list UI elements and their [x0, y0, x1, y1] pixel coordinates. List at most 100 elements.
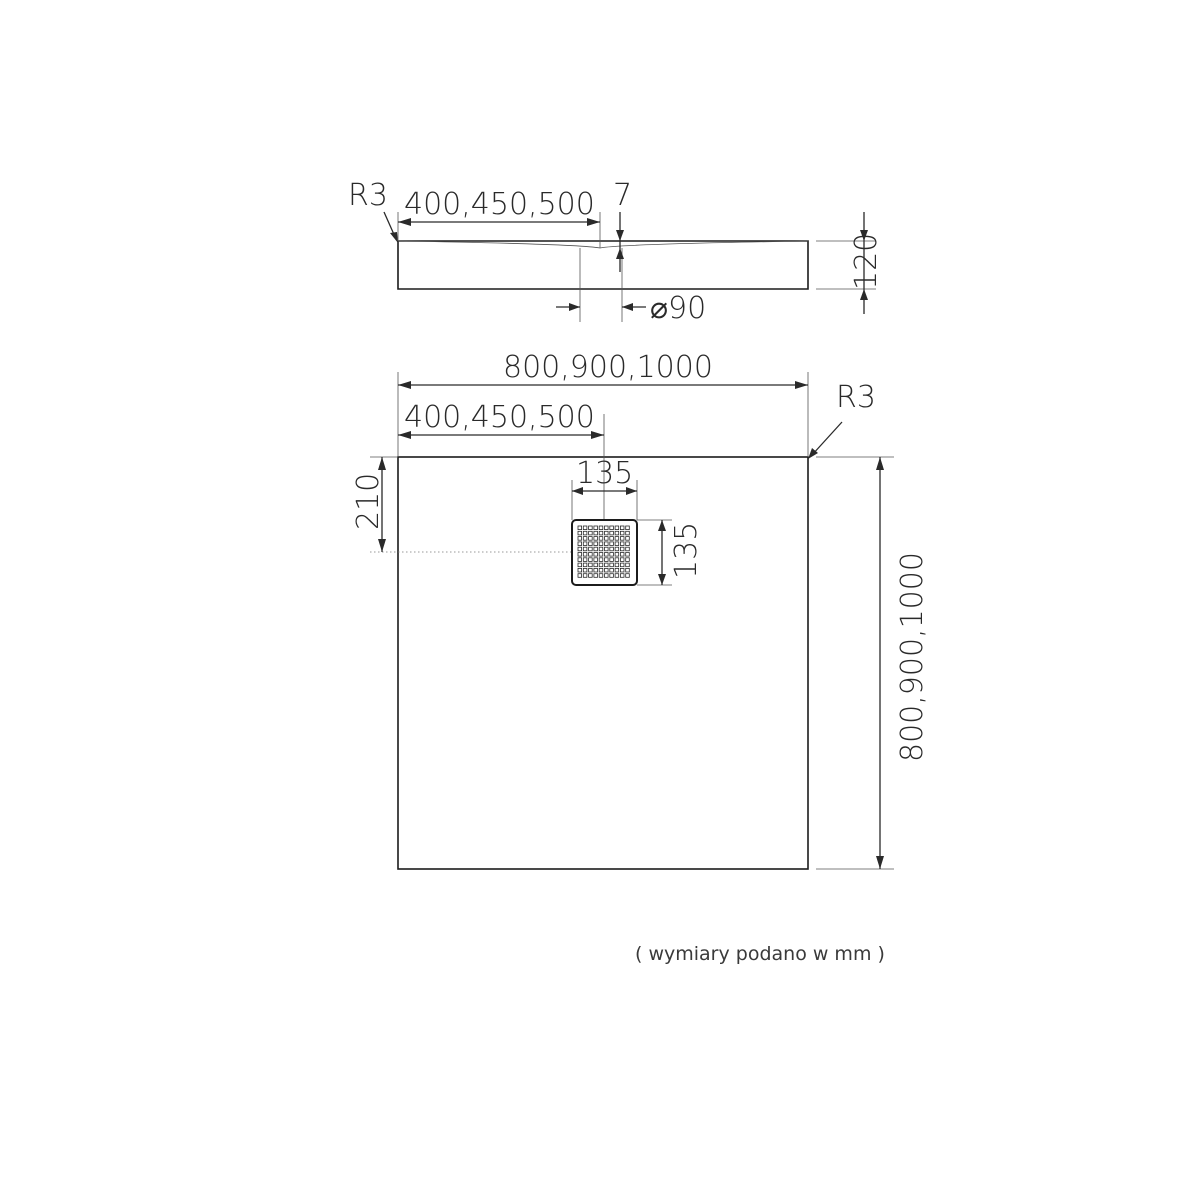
- grate-hole: [614, 573, 620, 578]
- grate-hole: [593, 536, 598, 541]
- grate-hole: [588, 562, 593, 568]
- grate-hole: [577, 541, 582, 546]
- side-view-slope-arrow-top: [616, 230, 624, 241]
- grate-hole: [625, 525, 630, 530]
- grate-hole: [582, 573, 588, 578]
- grate-hole: [588, 546, 593, 552]
- grate-hole: [582, 530, 588, 536]
- grate-hole: [614, 536, 620, 541]
- grate-hole: [620, 573, 625, 578]
- grate-hole: [604, 541, 609, 546]
- grate-hole: [620, 541, 625, 546]
- grate-hole: [582, 536, 588, 541]
- grate-hole: [577, 562, 582, 568]
- grate-hole: [620, 530, 625, 536]
- top-view-width-arrow-left: [398, 381, 411, 389]
- side-view-radius-arrow: [390, 232, 398, 243]
- grate-hole: [614, 546, 620, 552]
- grate-hole: [588, 530, 593, 536]
- grate-hole: [609, 530, 614, 536]
- units-footnote: ( wymiary podano w mm ): [635, 943, 885, 965]
- top-view-length-label: 800,900,1000: [895, 552, 930, 762]
- top-view-grate-width-arrow-left: [572, 487, 583, 495]
- grate-hole: [620, 536, 625, 541]
- grate-hole: [598, 557, 604, 562]
- grate-hole: [609, 541, 614, 546]
- grate-hole: [588, 541, 593, 546]
- grate-hole: [593, 552, 598, 557]
- side-view-height-arrow-top: [860, 230, 868, 241]
- grate-hole: [577, 536, 582, 541]
- grate-hole: [604, 546, 609, 552]
- grate-hole: [577, 568, 582, 573]
- grate-hole: [593, 530, 598, 536]
- grate-hole: [604, 573, 609, 578]
- grate-hole: [598, 525, 604, 530]
- grate-hole: [625, 530, 630, 536]
- grate-hole: [588, 568, 593, 573]
- grate-hole: [593, 546, 598, 552]
- side-view-diameter-arrow-right: [622, 303, 633, 311]
- side-view: R3 400,450,500 7 120 ⌀90: [348, 178, 884, 326]
- grate-hole: [577, 573, 582, 578]
- grate-hole: [620, 562, 625, 568]
- grate-hole: [593, 541, 598, 546]
- grate-hole: [625, 562, 630, 568]
- grate-hole: [577, 557, 582, 562]
- grate-hole: [604, 525, 609, 530]
- grate-hole: [614, 525, 620, 530]
- grate-hole: [582, 525, 588, 530]
- top-view-grate-width-label: 135: [576, 456, 633, 491]
- grate-hole: [604, 568, 609, 573]
- grate-hole: [625, 552, 630, 557]
- grate-hole: [604, 562, 609, 568]
- top-view-depth-arrow-bottom: [378, 539, 386, 552]
- grate-hole: [588, 525, 593, 530]
- grate-hole: [604, 557, 609, 562]
- grate-hole: [582, 546, 588, 552]
- drain-grate-holes: [577, 525, 630, 578]
- grate-hole: [588, 557, 593, 562]
- grate-hole: [620, 568, 625, 573]
- top-view-depth-arrow-top: [378, 457, 386, 470]
- grate-hole: [609, 525, 614, 530]
- grate-hole: [604, 536, 609, 541]
- grate-hole: [588, 573, 593, 578]
- grate-hole: [625, 546, 630, 552]
- grate-hole: [598, 536, 604, 541]
- grate-hole: [598, 562, 604, 568]
- grate-hole: [625, 541, 630, 546]
- grate-hole: [593, 562, 598, 568]
- top-view-depth-label: 210: [351, 473, 386, 530]
- grate-hole: [609, 573, 614, 578]
- grate-hole: [593, 525, 598, 530]
- grate-hole: [609, 562, 614, 568]
- top-view-width-label: 800,900,1000: [503, 350, 713, 385]
- grate-hole: [604, 530, 609, 536]
- grate-hole: [614, 530, 620, 536]
- grate-hole: [582, 557, 588, 562]
- grate-hole: [620, 557, 625, 562]
- side-view-slope-label: 7: [613, 178, 632, 213]
- grate-hole: [614, 562, 620, 568]
- top-view-offset-arrow-right: [591, 431, 604, 439]
- grate-hole: [577, 546, 582, 552]
- grate-hole: [582, 568, 588, 573]
- grate-hole: [588, 536, 593, 541]
- grate-hole: [625, 536, 630, 541]
- grate-hole: [598, 552, 604, 557]
- grate-hole: [593, 573, 598, 578]
- grate-hole: [609, 568, 614, 573]
- grate-hole: [577, 530, 582, 536]
- side-view-offset-label: 400,450,500: [404, 187, 595, 222]
- top-view-radius-label: R3: [836, 380, 876, 415]
- grate-hole: [614, 541, 620, 546]
- grate-hole: [620, 525, 625, 530]
- top-view-grate-height-arrow-bottom: [658, 574, 666, 585]
- grate-hole: [604, 552, 609, 557]
- grate-hole: [598, 541, 604, 546]
- top-view-width-arrow-right: [795, 381, 808, 389]
- side-view-tray-outline: [397, 240, 809, 290]
- side-view-slope-arrow-bottom: [616, 248, 624, 259]
